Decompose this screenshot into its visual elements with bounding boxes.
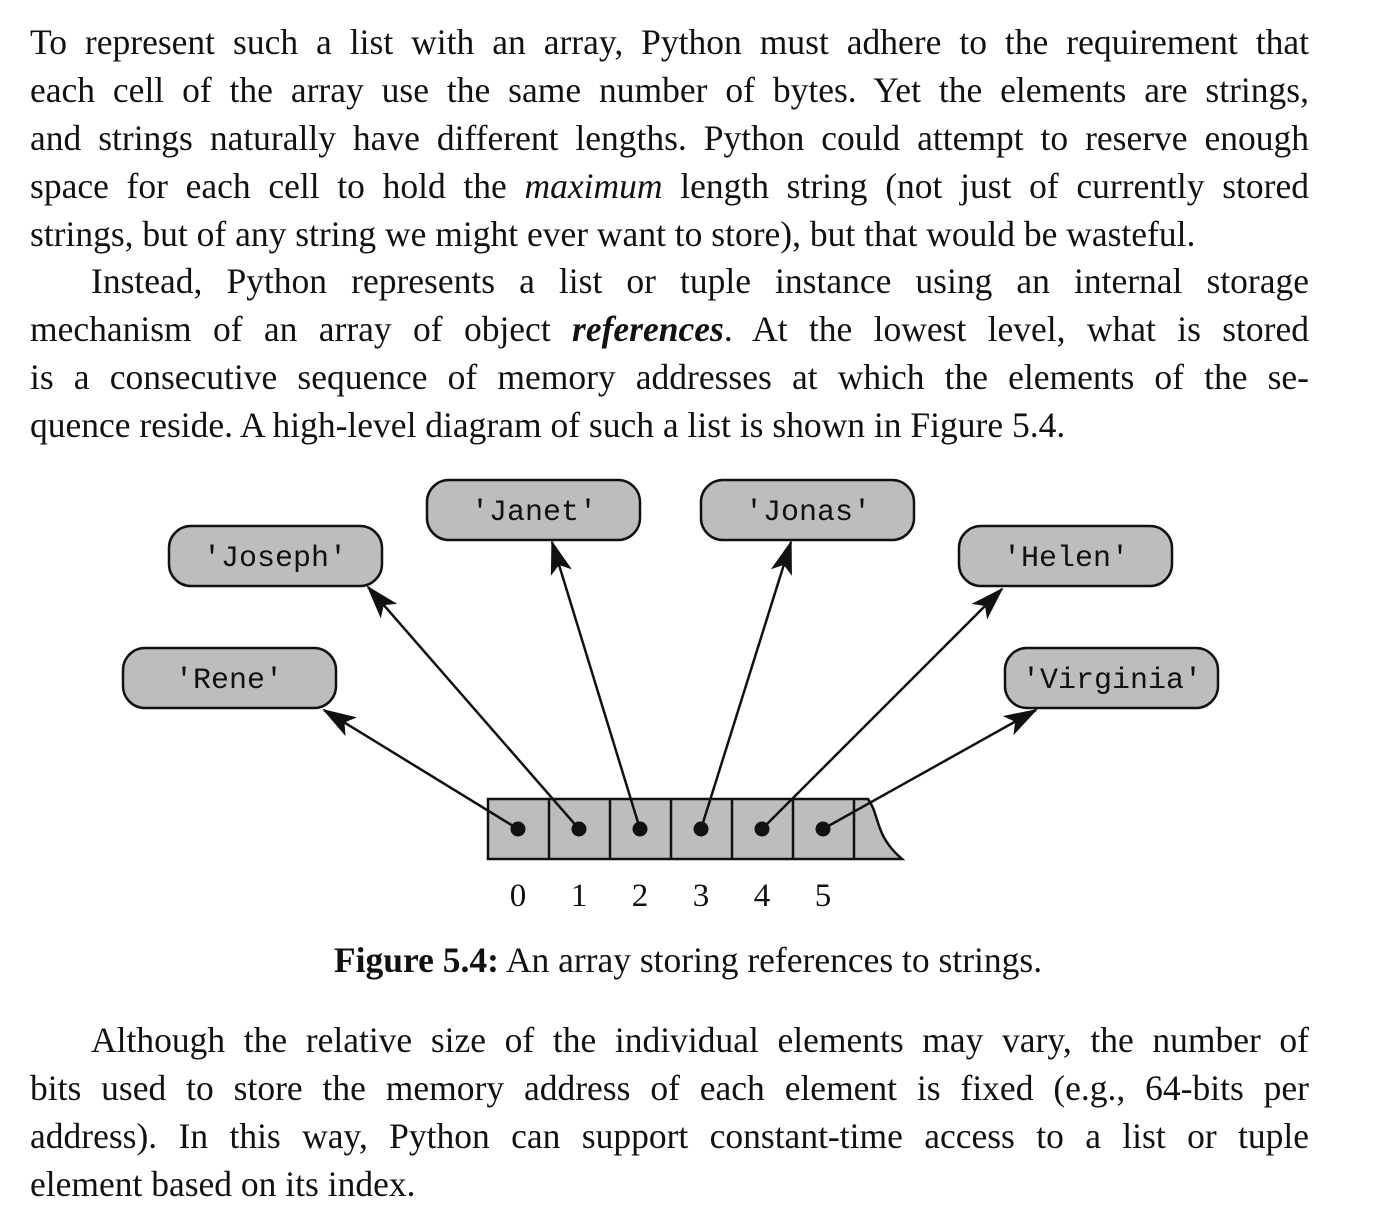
index-label: 3 [693, 878, 710, 914]
string-node-helen: 'Helen' [957, 524, 1174, 588]
reference-dot [510, 821, 526, 837]
text-line: To represent such a list with an array, … [30, 22, 1309, 62]
text-line: quence reside. A high-level diagram of s… [30, 405, 1066, 445]
index-label: 4 [754, 878, 771, 914]
reference-dot [571, 821, 587, 837]
text-line: is a consecutive sequence of memory addr… [30, 357, 1309, 397]
text-span: mechanism of an array of object [30, 309, 573, 349]
index-labels: 0 1 2 3 4 5 [510, 878, 832, 914]
reference-arrow-3 [699, 540, 793, 830]
index-label: 2 [632, 878, 649, 914]
index-label: 1 [571, 878, 588, 914]
figure-caption-text: An array storing references to strings. [498, 940, 1043, 980]
reference-arrows [322, 540, 1038, 831]
string-node-label: 'Helen' [1003, 542, 1129, 576]
string-node-label: 'Virginia' [1022, 664, 1202, 698]
index-label: 0 [510, 878, 527, 914]
string-node-label: 'Rene' [175, 664, 283, 698]
text-line: Although the relative size of the indivi… [91, 1020, 1309, 1060]
reference-arrow-2 [550, 540, 642, 830]
string-node-janet: 'Janet' [425, 478, 642, 542]
reference-arrow-5 [822, 708, 1038, 831]
paragraph-object-references: Instead, Python represents a list or tup… [30, 257, 1309, 449]
string-node-label: 'Jonas' [745, 496, 871, 530]
figure-diagram: 'Rene' 'Joseph' 'Janet' 'Jonas' 'Helen' … [121, 478, 1220, 914]
text-line: address). In this way, Python can suppor… [30, 1116, 1309, 1156]
index-label: 5 [815, 878, 832, 914]
string-node-virginia: 'Virginia' [1003, 646, 1220, 710]
text-span: space for each cell to hold the [30, 166, 525, 206]
text-line: element based on its index. [30, 1164, 416, 1204]
text-line: and strings naturally have different len… [30, 118, 1309, 158]
emphasis-references: references [572, 309, 724, 349]
reference-arrow-1 [366, 585, 580, 830]
reference-dots [510, 821, 831, 837]
reference-dot [693, 821, 709, 837]
figure-caption: Figure 5.4: An array storing references … [0, 938, 1376, 982]
string-node-jonas: 'Jonas' [699, 478, 916, 542]
string-node-label: 'Joseph' [203, 542, 347, 576]
text-line: each cell of the array use the same numb… [30, 70, 1309, 110]
string-node-rene: 'Rene' [121, 646, 338, 710]
reference-arrow-4 [761, 587, 1004, 830]
text-line: bits used to store the memory address of… [30, 1068, 1309, 1108]
text-span: length string (not just of currently sto… [662, 166, 1309, 206]
figure-array-of-references: 'Rene' 'Joseph' 'Janet' 'Jonas' 'Helen' … [0, 470, 1376, 930]
reference-dot [815, 821, 831, 837]
reference-arrow-0 [322, 708, 519, 831]
paragraph-fixed-address-size: Although the relative size of the indivi… [30, 1016, 1309, 1208]
text-line: Instead, Python represents a list or tup… [91, 261, 1309, 301]
text-line: mechanism of an array of object referenc… [30, 305, 1309, 353]
paragraph-array-cell-size: To represent such a list with an array, … [30, 18, 1309, 258]
text-span: . At the lowest level, what is stored [723, 309, 1309, 349]
string-node-label: 'Janet' [471, 496, 597, 530]
emphasis-maximum: maximum [524, 166, 663, 206]
string-node-joseph: 'Joseph' [167, 524, 384, 588]
text-line: strings, but of any string we might ever… [30, 214, 1196, 254]
reference-dot [754, 821, 770, 837]
text-line: space for each cell to hold the maximum … [30, 162, 1309, 210]
reference-dot [632, 821, 648, 837]
figure-caption-label: Figure 5.4: [333, 940, 499, 980]
